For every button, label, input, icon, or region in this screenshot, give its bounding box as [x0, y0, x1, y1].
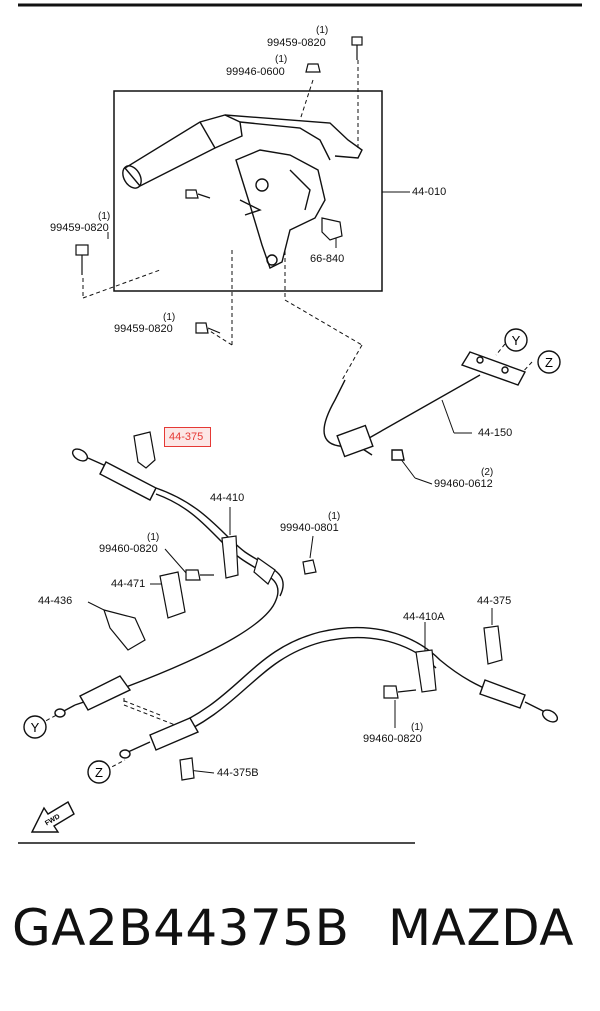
brake-lever: [122, 114, 363, 269]
label-99459-top: 99459-0820: [267, 37, 326, 49]
highlight-44-375[interactable]: 44-375: [164, 427, 211, 447]
label-99459-left: 99459-0820: [50, 222, 109, 234]
left-rear-cable: [54, 448, 284, 718]
part-number-caption: GA2B44375B: [12, 899, 350, 957]
marker-y-top: Y: [512, 333, 521, 348]
fwd-arrow-icon: FWD: [30, 801, 75, 833]
label-99946: 99946-0600: [226, 66, 285, 78]
marker-y-bottom: Y: [31, 720, 40, 735]
qty-99459-top: (1): [316, 25, 329, 36]
lever-assembly-box: [113, 90, 383, 292]
label-44-436: 44-436: [38, 595, 73, 607]
fasteners-top: [75, 36, 363, 334]
label-44-410: 44-410: [210, 492, 245, 504]
marker-z-bottom-circle: [87, 760, 111, 784]
label-44-010: 44-010: [412, 186, 447, 198]
label-44-375-highlighted: 44-375: [169, 431, 204, 443]
marker-z-bottom: Z: [95, 765, 103, 780]
label-44-471: 44-471: [111, 578, 146, 590]
label-66-840: 66-840: [310, 253, 345, 265]
label-44-410A: 44-410A: [403, 611, 445, 623]
marker-y-bottom-circle: [23, 715, 47, 739]
brackets: [103, 535, 503, 781]
marker-y-top-circle: [504, 328, 528, 352]
qty-99460-left: (1): [147, 532, 160, 543]
qty-99946: (1): [275, 54, 288, 65]
qty-99459-left: (1): [98, 211, 111, 222]
right-rear-cable: [119, 626, 559, 759]
brand-caption: MAZDA: [388, 899, 574, 957]
label-99940: 99940-0801: [280, 522, 339, 534]
label-99460-left: 99460-0820: [99, 543, 158, 555]
label-99459-mid: 99459-0820: [114, 323, 173, 335]
qty-99459-mid: (1): [163, 312, 176, 323]
label-44-150: 44-150: [478, 427, 513, 439]
label-44-375-right: 44-375: [477, 595, 512, 607]
clip-44-375: [133, 431, 156, 469]
qty-99460-0612: (2): [481, 467, 494, 478]
marker-circles: [23, 328, 561, 784]
label-99460-bottom: 99460-0820: [363, 733, 422, 745]
marker-z-top: Z: [545, 355, 553, 370]
label-99460-0612: 99460-0612: [434, 478, 493, 490]
marker-z-top-circle: [537, 350, 561, 374]
qty-99460-bottom: (1): [411, 722, 424, 733]
qty-99940: (1): [328, 511, 341, 522]
front-cable: [323, 351, 527, 461]
label-44-375B: 44-375B: [217, 767, 259, 779]
